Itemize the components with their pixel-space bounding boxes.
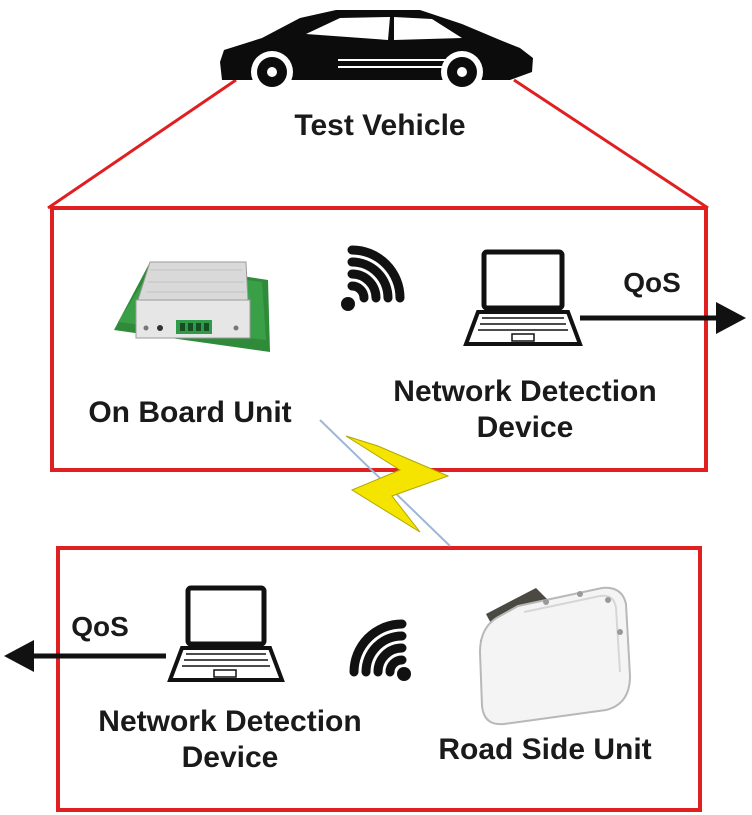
funnel-line-left [47,78,237,210]
wifi-icon-top [347,245,405,303]
arrow-left-icon [4,640,166,672]
road-side-unit-icon [478,586,632,726]
test-vehicle-label: Test Vehicle [294,109,466,142]
wifi-icon-bottom [349,619,407,677]
test-vehicle-frame [50,206,708,472]
funnel-line-right [513,78,709,210]
wifi-dot-top [341,297,355,311]
laptop-icon-bottom [167,585,285,682]
car-icon [220,10,533,93]
on-board-unit-label: On Board Unit [88,396,292,429]
wifi-dot-bottom [397,667,411,681]
road-side-frame [56,546,702,812]
qos-label-bottom: QoS [71,611,129,642]
road-side-unit-label: Road Side Unit [438,733,652,766]
qos-label-top: QoS [623,267,681,298]
arrow-right-icon [580,302,746,334]
lightning-icon [319,419,451,547]
on-board-unit-icon [114,261,270,352]
network-detection-device-label-top: Network Detection Device [393,375,657,444]
network-detection-device-label-bottom: Network Detection Device [98,705,362,774]
laptop-icon-top [463,249,583,346]
